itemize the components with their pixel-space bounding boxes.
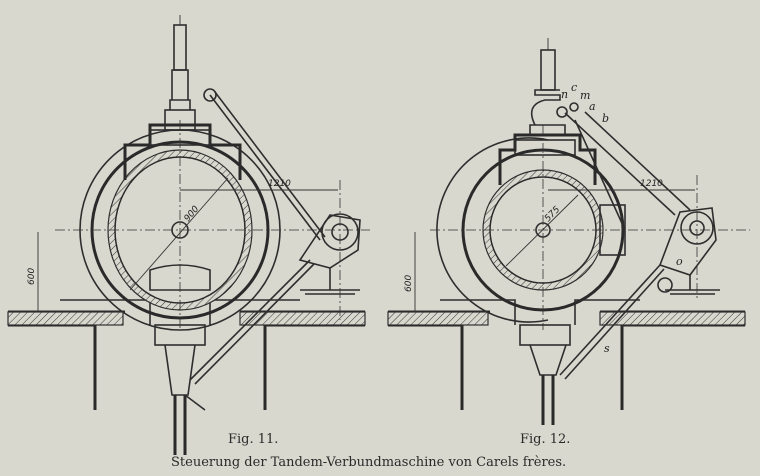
fig12-drawing: 575 n c m a b s o 1210 600 [387,38,750,425]
part-letter-a: a [589,100,596,113]
fig11-height-dimension: 600 [27,268,37,285]
caption: Steuerung der Tandem-Verbundmaschine von… [171,455,567,470]
fig12-dimension-lines: 1210 600 [404,125,750,330]
fig12-foundation [387,299,746,410]
fig12-label: Fig. 12. [520,432,571,447]
fig11-horizontal-dimension: 1210 [268,179,291,189]
part-letter-b: b [602,112,609,125]
fig11-bottom-pipe [154,259,315,455]
fig12-bottom-pipe: s [519,264,665,425]
fig11-label: Fig. 11. [228,432,279,447]
part-letter-c: c [571,81,577,94]
fig12-eccentric: o [657,207,720,295]
fig12-height-dimension: 600 [404,275,414,292]
fig11-drawing: 900 1210 600 [7,15,370,455]
fig11-dimension-lines: 1210 600 [27,120,370,330]
part-letter-o: o [676,255,683,268]
fig12-horizontal-dimension: 1210 [640,179,663,189]
part-letter-n: n [561,88,568,101]
fig11-eccentric [298,213,361,295]
part-letter-m: m [580,89,590,102]
part-letter-s: s [604,342,610,355]
fig12-valve-chest: n c m a b [498,38,691,231]
fig11-foundation [7,299,366,410]
